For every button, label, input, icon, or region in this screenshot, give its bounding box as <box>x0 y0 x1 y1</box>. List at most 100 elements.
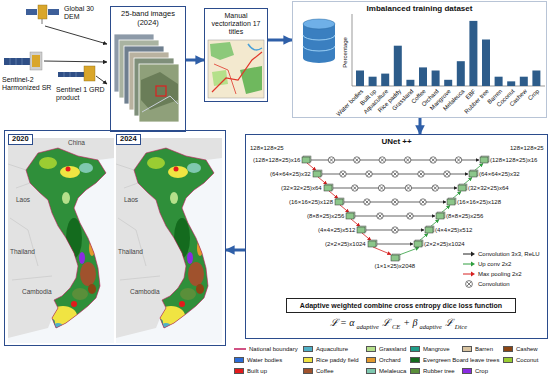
legend-label: Melaleuca <box>379 367 406 375</box>
convolution-node <box>377 213 383 219</box>
legend-sample <box>471 272 475 277</box>
feature-block <box>346 213 354 219</box>
convolution-node <box>405 185 411 191</box>
pooling-arrow <box>318 177 327 185</box>
convolution-node <box>364 199 370 205</box>
vector-image <box>208 40 264 98</box>
pooling-arrow <box>351 219 360 227</box>
legend-swatch <box>303 346 313 352</box>
country-label: Laos <box>124 196 138 203</box>
bar <box>432 71 440 87</box>
input-box: 25-band images (2024) <box>110 6 186 132</box>
legend-sample <box>463 274 471 275</box>
formula-subscript: Dice <box>455 323 467 330</box>
legend-label: Grassland <box>379 345 406 353</box>
bar <box>444 80 452 86</box>
feature-block <box>324 185 332 191</box>
country-label: Laos <box>16 196 30 203</box>
satellite-icon <box>48 9 59 15</box>
vector-image <box>208 40 264 98</box>
legend-label: Max pooling 2x2 <box>478 270 522 278</box>
satellite-icon <box>4 52 42 70</box>
bar <box>482 40 490 87</box>
satellite-icon <box>84 66 95 81</box>
vector-image <box>240 66 262 94</box>
convolution-node <box>353 186 357 190</box>
legend-swatch <box>410 357 420 363</box>
feature-block <box>437 212 445 218</box>
formula-subscript: adaptive <box>357 323 379 330</box>
convolution-node <box>367 172 371 176</box>
network-diagram <box>302 156 489 261</box>
source-label: Global 30 DEM <box>64 5 106 21</box>
feature-block <box>391 255 399 261</box>
convolution-node <box>407 213 413 219</box>
layer-dimension: (8×8×25)x256 <box>307 213 344 220</box>
convolution-node <box>365 200 369 204</box>
feature-block <box>458 185 466 191</box>
satellite-icon <box>58 72 84 77</box>
layer-dimension: (64×64×25)x32 <box>479 171 520 178</box>
legend-sample <box>463 254 471 255</box>
feature-block <box>426 226 434 232</box>
legend-item: Evergreen Board leave trees <box>410 356 499 364</box>
layer-dimension: (2×2×25)x1024 <box>325 241 366 248</box>
node-title: 25-band images (2024) <box>113 10 183 27</box>
node-title: Manual vectorization 17 titles <box>207 12 265 36</box>
legend-item: Orchard <box>366 356 401 364</box>
legend-item: Coconut <box>503 356 538 364</box>
bar <box>457 61 465 86</box>
chart-axes <box>352 14 353 86</box>
layer-dimension: 128×128×25 <box>250 145 284 152</box>
feature-block <box>448 198 456 204</box>
formula-term: ℒ <box>445 317 453 328</box>
satellite-icon <box>30 52 42 70</box>
satellite-icon <box>26 5 59 24</box>
legend-label: Coconut <box>516 356 538 364</box>
country-label: Thailand <box>118 248 143 255</box>
formula-subscript: adaptive <box>419 323 441 330</box>
feature-block <box>469 171 477 177</box>
source-label: Sentinel 1 GRD product <box>56 86 106 102</box>
legend-item: Mangrove <box>410 345 450 353</box>
legend-label: Convolution <box>478 280 510 288</box>
legend-item: Water bodies <box>234 356 282 364</box>
convolution-node <box>392 227 398 233</box>
convolution-node <box>455 157 461 163</box>
bar <box>469 21 477 86</box>
feature-block <box>336 198 344 204</box>
legend-item: Rubber tree <box>410 367 455 375</box>
legend-sample <box>466 281 473 288</box>
formula-term: + β <box>403 317 417 328</box>
image-stack <box>156 86 166 96</box>
feature-block <box>425 227 433 233</box>
flow-arrow <box>419 118 422 134</box>
convolution-arrow <box>310 160 479 161</box>
source-arrow <box>44 26 107 84</box>
bar <box>507 81 515 86</box>
legend-sample <box>234 348 246 350</box>
convolution-arrow <box>354 216 435 217</box>
node-title: Imbalanced training dataset <box>295 4 544 13</box>
year-tag: 2020 <box>8 134 33 145</box>
legend-label: Water bodies <box>247 356 282 364</box>
legend-label: Rice paddy field <box>316 356 359 364</box>
feature-block <box>302 157 310 163</box>
satellite-icon <box>42 19 43 24</box>
formula-term: ℒ = α <box>330 317 355 328</box>
convolution-node <box>393 200 397 204</box>
model-panel: UNet ++Adaptive weighted combine cross e… <box>245 134 548 339</box>
convolution-node <box>393 228 397 232</box>
convolution-node <box>405 157 411 163</box>
source-arrow <box>96 76 107 84</box>
legend-sample <box>463 270 475 278</box>
pooling-arrow <box>362 233 371 241</box>
feature-block <box>368 241 376 247</box>
bar <box>520 77 528 86</box>
flow-arrow <box>186 59 204 62</box>
flow-arrow <box>268 39 292 42</box>
legend-swatch <box>303 368 313 374</box>
feature-block <box>459 184 467 190</box>
legend-item: National boundary <box>234 345 298 353</box>
